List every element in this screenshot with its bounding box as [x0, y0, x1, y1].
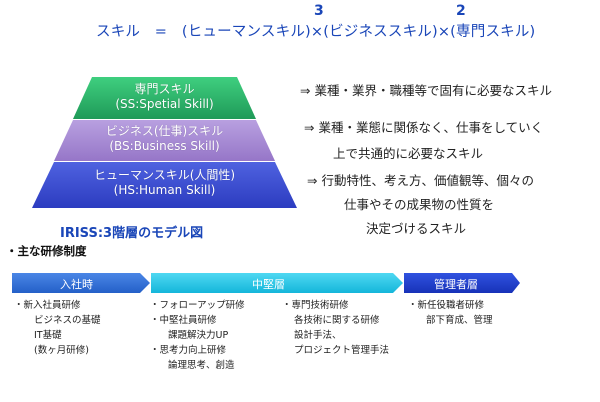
training-subitem: 部下育成、管理 [426, 315, 493, 326]
formula-exponent-business: 2 [456, 3, 466, 19]
tier-human-code: (HS:Human Skill) [113, 183, 216, 197]
training-col-middle-1: ・フォローアップ研修 ・中堅社員研修 課題解決力UP ・思考力向上研修 論理思考… [150, 298, 245, 373]
training-item: ・思考力向上研修 [150, 345, 227, 356]
tier-business-code: (BS:Business Skill) [109, 139, 220, 153]
training-subitem: IT基礎 [34, 330, 62, 341]
band-middle-arrow [151, 273, 403, 293]
formula-exponent-human: 3 [314, 3, 324, 19]
tier-specialist-code: (SS:Spetial Skill) [115, 97, 214, 111]
training-subitem: ビジネスの基礎 [34, 315, 101, 326]
band-middle-label: 中堅層 [252, 278, 285, 291]
training-item: ・中堅社員研修 [150, 315, 217, 326]
desc-specialist: ⇒ 業種・業界・職種等で固有に必要なスキル [300, 83, 552, 98]
training-subitem: (数ヶ月研修) [34, 345, 89, 356]
tier-business-label: ビジネス(仕事)スキル (BS:Business Skill) [54, 124, 275, 154]
training-subitem: 論理思考、創造 [168, 360, 235, 371]
tier-specialist-label: 専門スキル (SS:Spetial Skill) [73, 82, 256, 112]
tier-human-name: ヒューマンスキル(人間性) [93, 168, 236, 182]
training-item: ・専門技術研修 [282, 300, 349, 311]
training-item: ・新入社員研修 [14, 300, 81, 311]
training-section-title: ・主な研修制度 [6, 244, 87, 258]
pyramid-tier-human [32, 162, 297, 208]
training-subitem: 各技術に関する研修 [294, 315, 380, 326]
desc-human-line2: 仕事やその成果物の性質を [344, 197, 495, 212]
desc-human-line1: ⇒ 行動特性、考え方、価値観等、個々の [307, 173, 534, 188]
desc-business-line1: ⇒ 業種・業態に関係なく、仕事をしていく [304, 120, 544, 135]
band-manager-label: 管理者層 [434, 278, 478, 291]
desc-human-line3: 決定づけるスキル [366, 221, 467, 236]
tier-business-name: ビジネス(仕事)スキル [105, 124, 224, 138]
training-item: ・フォローアップ研修 [150, 300, 245, 311]
tier-human-label: ヒューマンスキル(人間性) (HS:Human Skill) [32, 168, 297, 198]
skill-formula: スキル = (ヒューマンスキル)×(ビジネススキル)×(専門スキル) [96, 24, 536, 40]
pyramid-caption: IRISS:3階層のモデル図 [60, 226, 204, 241]
band-entry-label: 入社時 [60, 278, 93, 291]
band-entry-arrow [12, 273, 150, 293]
pyramid-tier-business [54, 120, 275, 161]
band-manager-arrow [404, 273, 520, 293]
training-col-manager: ・新任役職者研修 部下育成、管理 [408, 298, 493, 328]
training-subitem: 課題解決力UP [168, 330, 229, 341]
desc-business-line2: 上で共通的に必要なスキル [333, 146, 484, 161]
training-subitem: 設計手法、 [294, 330, 342, 341]
tier-specialist-name: 専門スキル [134, 82, 195, 96]
training-subitem: プロジェクト管理手法 [294, 345, 390, 356]
training-col-middle-2: ・専門技術研修 各技術に関する研修 設計手法、 プロジェクト管理手法 [282, 298, 389, 358]
training-item: ・新任役職者研修 [408, 300, 485, 311]
pyramid-tier-specialist [73, 77, 256, 119]
training-col-entry: ・新入社員研修 ビジネスの基礎 IT基礎 (数ヶ月研修) [14, 298, 101, 358]
